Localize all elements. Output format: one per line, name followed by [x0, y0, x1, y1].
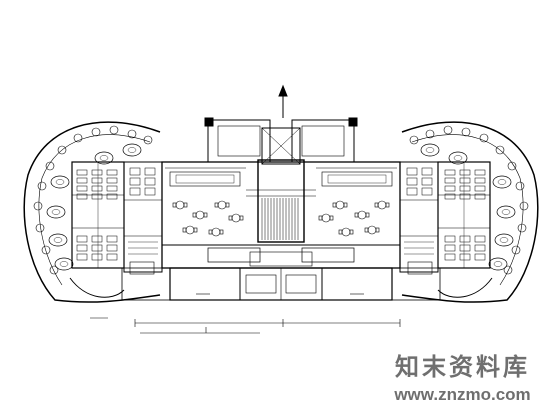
watermark-url: www.znzmo.com: [394, 385, 531, 404]
central-tower-block: [204, 117, 358, 243]
watermark: 知末资料库 www.znzmo.com: [375, 352, 550, 406]
furniture-clusters: [172, 200, 390, 237]
lower-podium: [121, 267, 441, 301]
dimension-lines: [90, 317, 401, 334]
watermark-title: 知末资料库: [395, 353, 530, 381]
left-wing-plan: [23, 121, 163, 303]
main-building-body: [161, 161, 401, 269]
stair-hatch: [261, 198, 299, 240]
north-arrow-icon: [278, 84, 288, 118]
right-wing-plan: [399, 121, 539, 303]
